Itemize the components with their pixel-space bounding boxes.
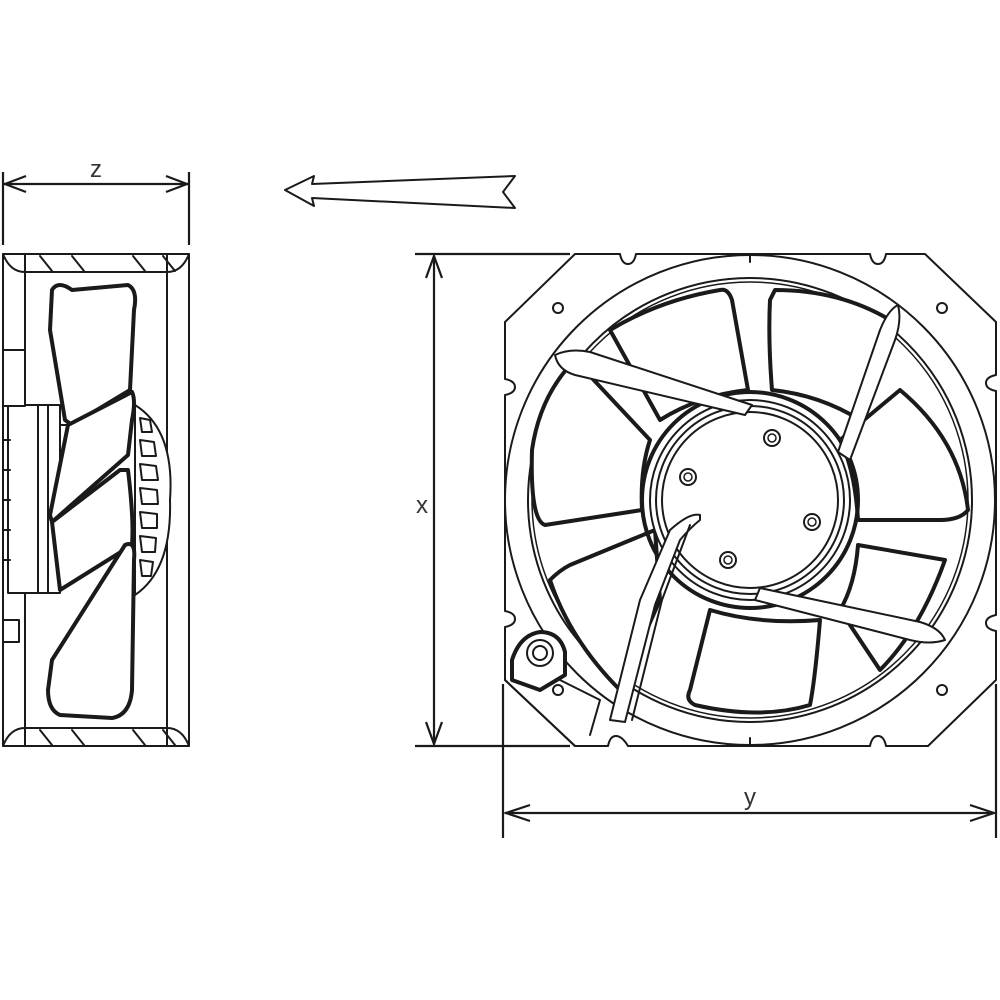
dimension-y-label: y <box>744 784 756 811</box>
cable-entry <box>504 630 601 747</box>
hub-screws <box>679 429 821 569</box>
dimension-x <box>415 252 570 748</box>
mounting-hole-bottom-left <box>552 684 564 696</box>
dimension-y <box>501 684 998 838</box>
dimension-x-label: x <box>416 492 428 519</box>
cable-channel <box>609 513 701 723</box>
airflow-arrow-icon <box>284 175 516 209</box>
support-struts <box>554 304 946 644</box>
fan-side-view <box>2 253 190 747</box>
mounting-hole-bottom-right <box>936 684 948 696</box>
impeller-blades <box>529 287 970 715</box>
mounting-hole-top-right <box>936 302 948 314</box>
mounting-hole-top-left <box>552 302 564 314</box>
dimension-z-label: z <box>90 156 102 183</box>
dimension-z <box>1 172 191 245</box>
fan-front-view <box>504 253 997 747</box>
